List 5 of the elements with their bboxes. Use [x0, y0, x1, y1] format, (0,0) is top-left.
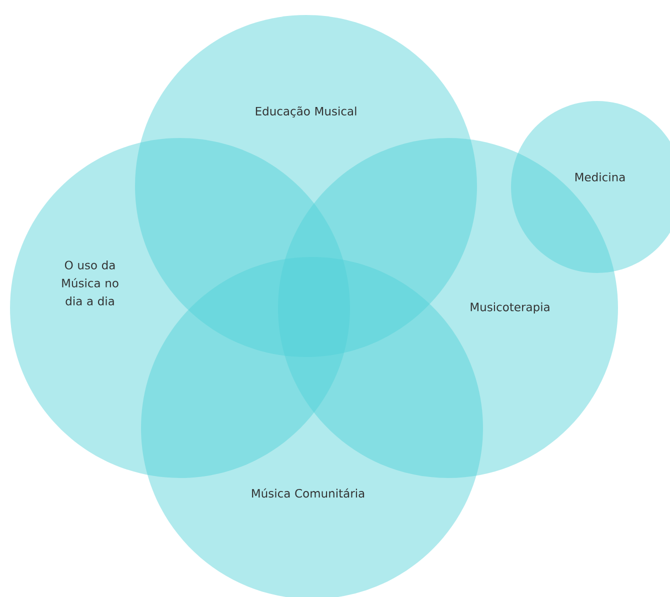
circle-label: Musicoterapia: [470, 302, 550, 314]
circle-label: Música Comunitária: [252, 488, 364, 498]
circle-label: Medicina: [575, 172, 625, 182]
circle-label: Educação Musical: [256, 106, 356, 118]
circle-label: O uso da Música no dia a dia: [62, 260, 118, 306]
